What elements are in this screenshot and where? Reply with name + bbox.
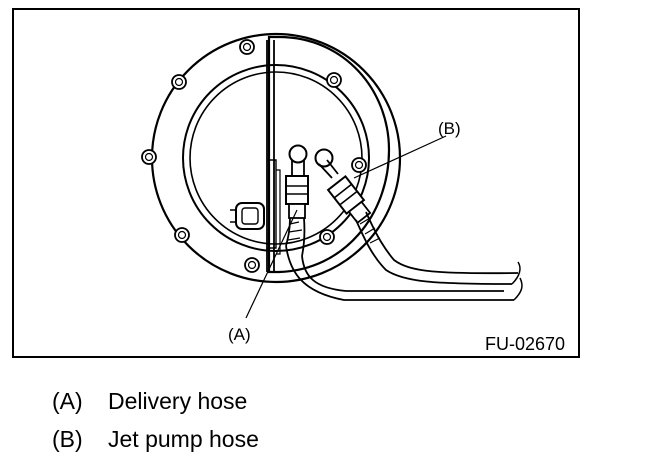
callout-b: (B)	[438, 119, 461, 138]
bolt	[171, 74, 187, 90]
figure-id: FU-02670	[485, 334, 565, 354]
callout-a: (A)	[228, 325, 251, 344]
legend: (A) Delivery hose (B) Jet pump hose	[52, 382, 259, 458]
electrical-connector	[230, 202, 265, 230]
bolt	[239, 39, 255, 55]
diagram-figure: (A) (B) FU-02670	[12, 8, 580, 358]
flange-bolts	[141, 39, 367, 273]
legend-item: (B) Jet pump hose	[52, 420, 259, 458]
fuel-pump-illustration: (A) (B) FU-02670	[141, 32, 565, 354]
legend-item: (A) Delivery hose	[52, 382, 259, 420]
bolt	[174, 227, 190, 243]
bolt	[244, 257, 260, 273]
leader-lines	[245, 135, 447, 319]
pump-bracket	[266, 40, 281, 272]
legend-label: Delivery hose	[108, 387, 248, 414]
pipe-stubs	[288, 144, 339, 179]
legend-label: Jet pump hose	[108, 425, 259, 452]
delivery-hose	[285, 175, 514, 301]
jet-pump-hose	[326, 175, 523, 301]
bolt	[326, 72, 342, 88]
legend-key: (B)	[52, 425, 83, 452]
legend-key: (A)	[52, 387, 83, 414]
bolt	[141, 149, 157, 165]
bolt	[319, 229, 335, 245]
bolt	[351, 157, 367, 173]
